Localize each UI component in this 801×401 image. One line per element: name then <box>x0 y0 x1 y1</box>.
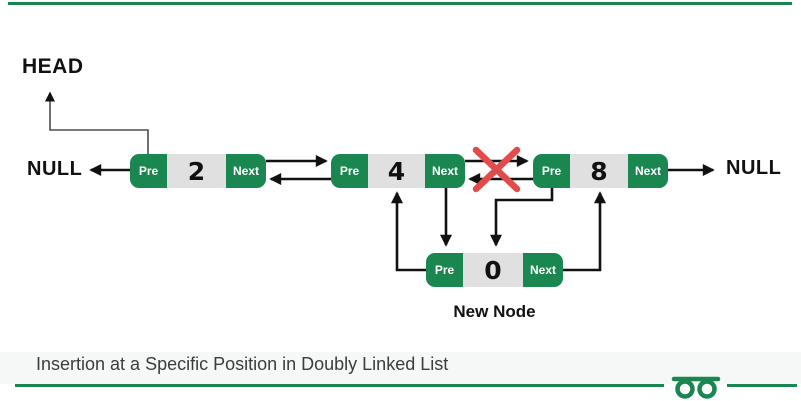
new-node-label: New Node <box>453 302 536 321</box>
new-node-pre-field: Pre <box>426 253 463 287</box>
head-pointer-arrow <box>45 91 149 154</box>
node-4-next-field: Next <box>425 154 465 188</box>
node-4-value: 4 <box>368 154 425 188</box>
node-2-value: 2 <box>167 154 226 188</box>
head-label: HEAD <box>22 55 84 78</box>
null-left-label: NULL <box>27 158 83 180</box>
newnode-pre-to-node4-arrow <box>391 191 426 272</box>
new-node-next-field: Next <box>523 253 563 287</box>
bottom-brand-line-right <box>727 384 797 387</box>
new-node-value: 0 <box>463 253 523 287</box>
newnode-next-to-node8-arrow <box>563 191 606 272</box>
node8-pre-to-newnode-arrow <box>490 188 554 247</box>
node-2: Pre 2 Next <box>130 154 266 188</box>
bottom-brand-line-left <box>15 384 664 387</box>
node-8-next-field: Next <box>628 154 668 188</box>
node-8-pre-field: Pre <box>533 154 570 188</box>
diagram-caption: Insertion at a Specific Position in Doub… <box>36 354 449 374</box>
node-2-pre-field: Pre <box>130 154 167 188</box>
node-4: Pre 4 Next <box>331 154 465 188</box>
node-8-value: 8 <box>570 154 628 188</box>
broken-link-x-icon <box>472 146 521 193</box>
node-2-next-field: Next <box>226 154 266 188</box>
node-8: Pre 8 Next <box>533 154 668 188</box>
caption-background-band <box>0 352 801 384</box>
new-node: Pre 0 Next <box>426 253 563 287</box>
top-brand-line <box>8 2 792 5</box>
node-4-pre-field: Pre <box>331 154 368 188</box>
null-right-label: NULL <box>726 157 782 179</box>
geeksforgeeks-logo-icon <box>671 376 721 399</box>
